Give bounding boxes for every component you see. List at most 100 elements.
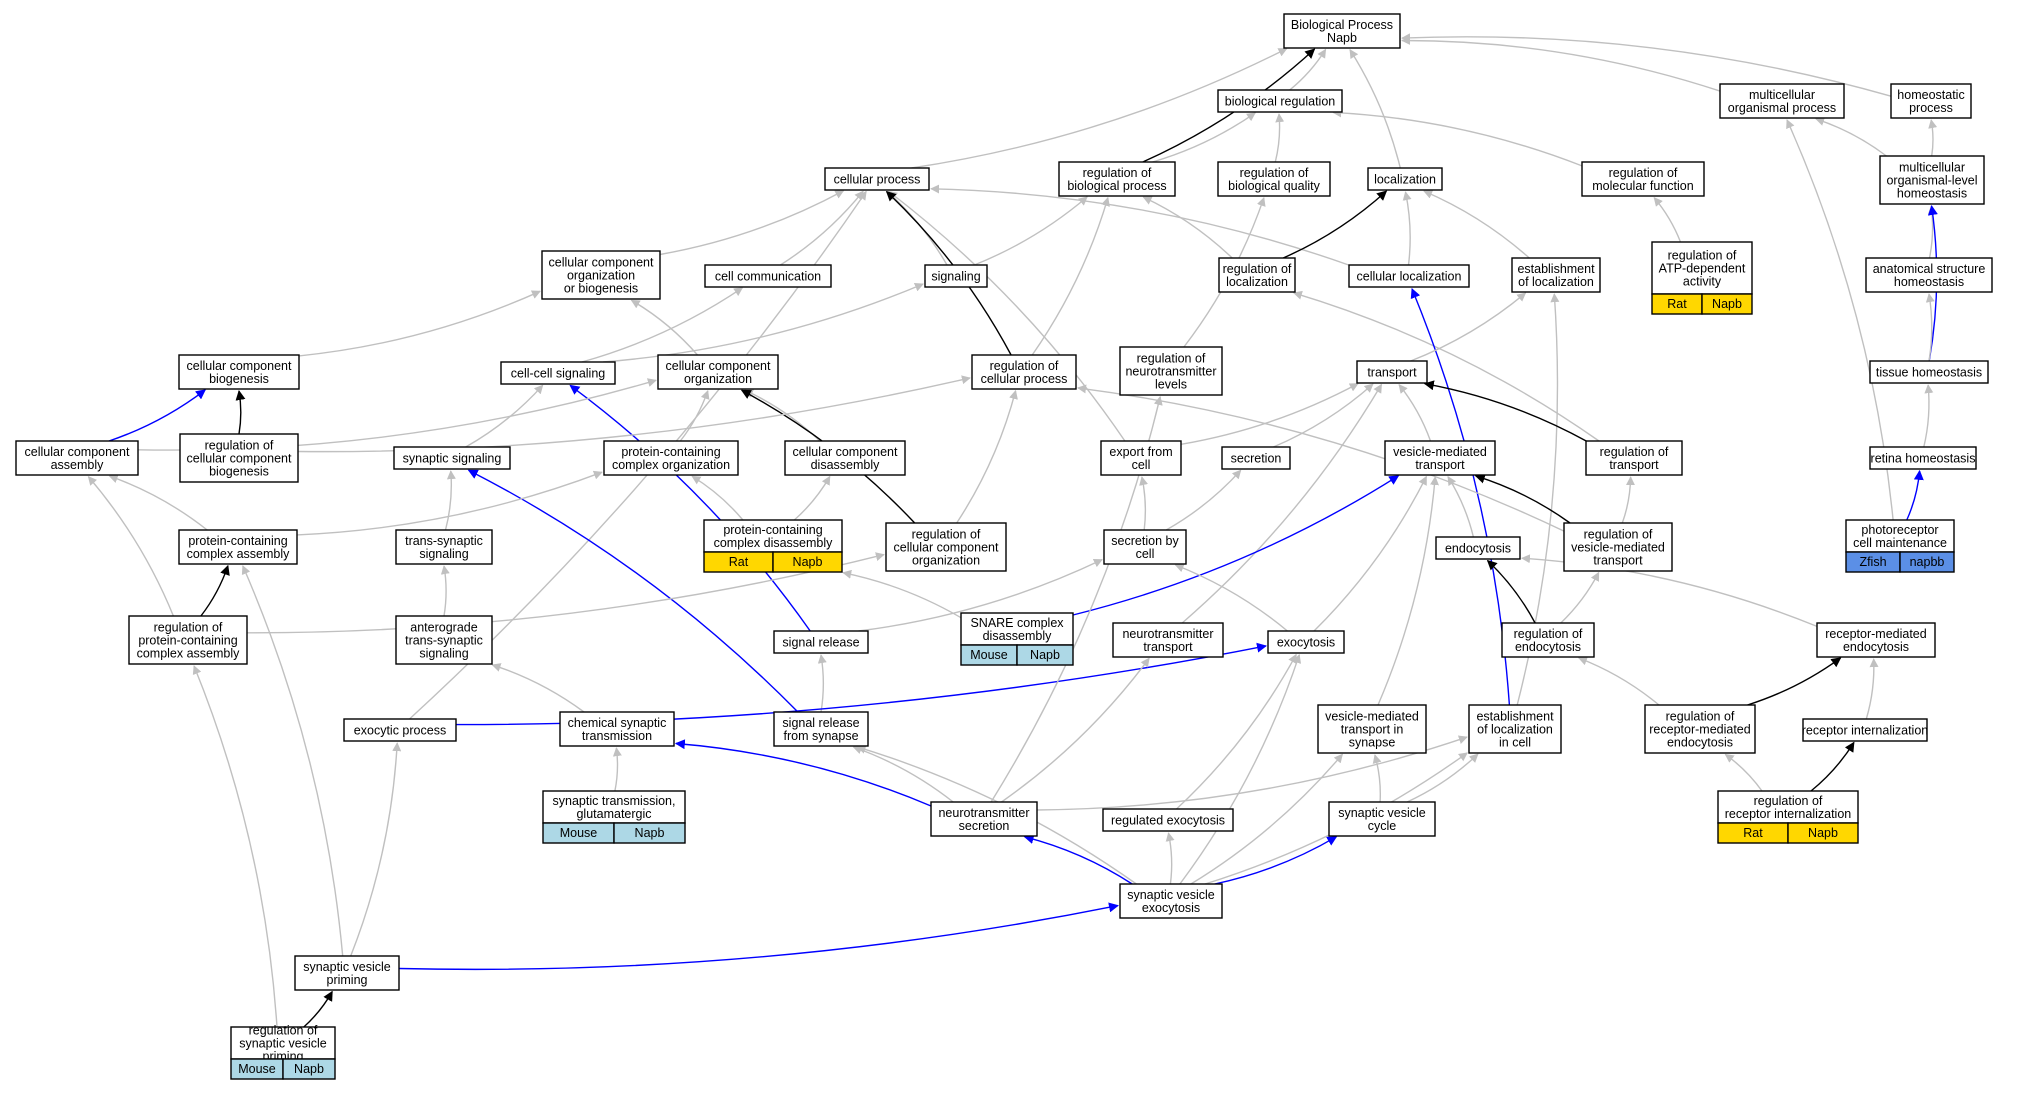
blue-relation-edge <box>1906 469 1924 521</box>
go-term-node[interactable]: signal release <box>773 630 869 654</box>
node-label: tissue homeostasis <box>1876 366 1982 380</box>
gene-cell <box>1899 551 1955 573</box>
go-term-node[interactable]: cell communication <box>704 264 832 288</box>
go-term-node[interactable]: regulation ofreceptor-mediatedendocytosi… <box>1644 704 1756 754</box>
go-term-node[interactable]: secretion <box>1221 446 1291 470</box>
node-box <box>1879 155 1985 205</box>
node-label: chemical synaptic <box>568 716 667 730</box>
node-label: receptor-mediated <box>1825 627 1926 641</box>
node-label: cellular component <box>549 256 654 270</box>
node-box <box>1283 13 1401 49</box>
node-label: biological regulation <box>1225 95 1336 109</box>
node-label: multicellular <box>1749 88 1815 102</box>
go-term-node[interactable]: exocytic process <box>343 718 457 742</box>
node-label: Napb <box>1327 31 1357 45</box>
go-term-node[interactable]: cellular localization <box>1348 264 1470 288</box>
gene-label: Napb <box>1030 648 1060 662</box>
go-term-node[interactable]: retina homeostasis <box>1869 446 1977 470</box>
node-box <box>1869 360 1989 384</box>
blue-relation-edge <box>1410 287 1511 706</box>
species-label: Rat <box>729 555 749 569</box>
go-term-node[interactable]: receptor internalization <box>1802 718 1929 742</box>
node-label: regulated exocytosis <box>1111 814 1225 828</box>
go-term-node[interactable]: localization <box>1367 167 1443 191</box>
go-term-node[interactable]: tissue homeostasis <box>1869 360 1989 384</box>
gray-relation-edge <box>192 665 278 1028</box>
go-term-node[interactable]: exocytosis <box>1267 630 1345 654</box>
gray-relation-edge <box>679 389 710 442</box>
go-term-node[interactable]: transport <box>1356 360 1428 384</box>
node-box <box>1511 257 1601 293</box>
node-label: secretion <box>959 819 1010 833</box>
blue-relation-edge <box>467 469 799 713</box>
node-box <box>1869 446 1977 470</box>
gene-cell <box>1701 293 1753 315</box>
go-term-node[interactable]: signaling <box>924 264 988 288</box>
node-label: endocytosis <box>1667 736 1733 750</box>
go-term-node[interactable]: synaptic transmission,glutamatergicMouse… <box>542 790 686 844</box>
go-term-node[interactable]: endocytosis <box>1435 536 1521 560</box>
node-label: regulation of <box>1600 445 1669 459</box>
node-label: regulation of <box>1668 249 1737 263</box>
species-label: Zfish <box>1859 555 1886 569</box>
node-label: multicellular <box>1899 161 1965 175</box>
node-label: vesicle-mediated <box>1325 710 1419 724</box>
gray-relation-edge <box>886 191 948 266</box>
node-label: protein-containing <box>188 534 287 548</box>
node-label: Biological Process <box>1291 18 1393 32</box>
go-term-node[interactable]: biological regulation <box>1217 89 1343 113</box>
go-term-node[interactable]: synaptic signaling <box>393 446 511 470</box>
node-label: cell <box>1136 547 1155 561</box>
go-term-node[interactable]: cellular process <box>824 167 930 191</box>
go-term-node[interactable]: regulated exocytosis <box>1102 808 1234 832</box>
node-label: organization <box>684 372 752 386</box>
go-term-node[interactable]: cell-cell signaling <box>500 361 616 385</box>
